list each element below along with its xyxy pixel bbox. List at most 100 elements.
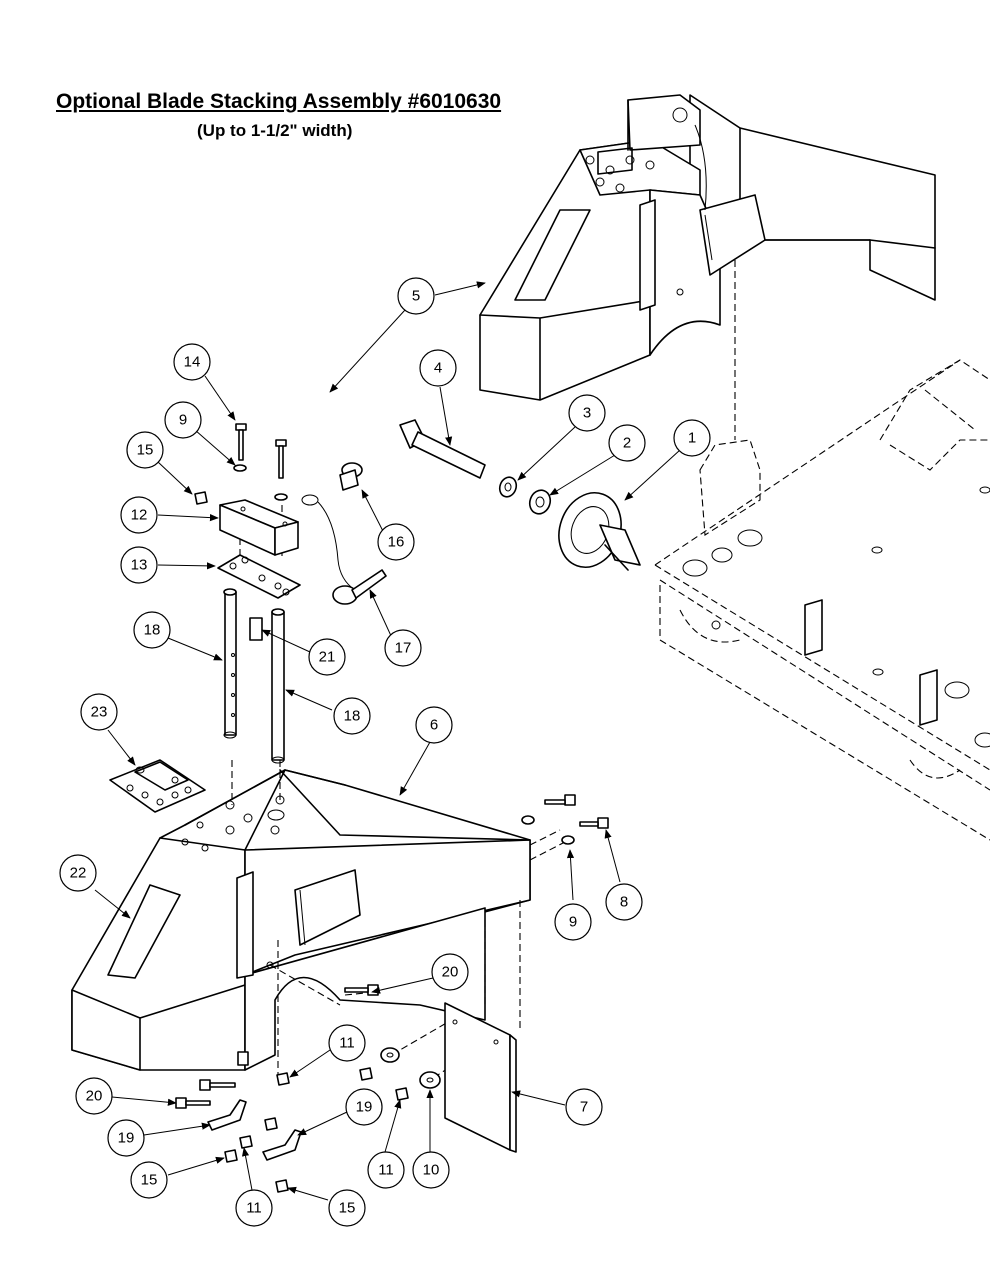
- washer-9: [561, 835, 575, 845]
- svg-text:6: 6: [430, 717, 438, 734]
- spindle-hub: [558, 492, 641, 571]
- callout-bubble: 11: [235, 1189, 273, 1227]
- svg-text:16: 16: [388, 534, 405, 551]
- nut-11: [239, 1135, 253, 1149]
- callout-bubble: 18: [333, 697, 371, 735]
- callout-bubble: 10: [412, 1151, 450, 1189]
- callout-bubble: 18: [133, 611, 171, 649]
- hinge: [109, 759, 206, 813]
- callout-bubble: 21: [308, 638, 346, 676]
- callout-bubble: 19: [107, 1119, 145, 1157]
- callout-bubble: 20: [431, 953, 469, 991]
- callout-bubble: 9: [554, 903, 592, 941]
- svg-text:13: 13: [131, 557, 148, 574]
- drawing-title: Optional Blade Stacking Assembly #601063…: [56, 90, 502, 113]
- nut-11: [264, 1117, 278, 1131]
- svg-text:18: 18: [344, 708, 361, 725]
- callouts: 14 9 15 12 13 18 21 16 17 23 18 4 3 2 1 …: [59, 277, 711, 1227]
- svg-text:5: 5: [412, 288, 420, 305]
- callout-bubble: 17: [384, 629, 422, 667]
- callout-bubble: 13: [120, 546, 158, 584]
- svg-text:17: 17: [395, 640, 412, 657]
- nut-11: [276, 1072, 290, 1086]
- lower-blade-guard: [71, 769, 531, 1071]
- svg-text:10: 10: [423, 1162, 440, 1179]
- svg-text:8: 8: [620, 894, 628, 911]
- svg-text:15: 15: [141, 1172, 158, 1189]
- fender-washer: [380, 1047, 441, 1089]
- svg-text:21: 21: [319, 649, 336, 666]
- tube-clamp: [262, 1129, 302, 1161]
- washer-9: [274, 493, 288, 501]
- washer-3: [498, 476, 518, 498]
- nut-11: [395, 1087, 409, 1101]
- svg-text:1: 1: [688, 430, 696, 447]
- mounting-plate: [217, 554, 301, 599]
- tube-clamp: [207, 1099, 247, 1131]
- callout-bubble: 19: [345, 1088, 383, 1126]
- callout-bubble: 12: [120, 496, 158, 534]
- callout-bubble: 2: [608, 424, 646, 462]
- lynch-pin: [332, 569, 387, 605]
- svg-text:2: 2: [623, 435, 631, 452]
- nut-15: [194, 491, 208, 505]
- svg-text:23: 23: [91, 704, 108, 721]
- svg-text:12: 12: [131, 507, 148, 524]
- callout-bubble: 14: [173, 343, 211, 381]
- callout-bubble: 4: [419, 349, 457, 387]
- svg-text:18: 18: [144, 622, 161, 639]
- nut-11: [359, 1067, 373, 1081]
- svg-text:11: 11: [378, 1162, 394, 1179]
- upper-blade-guard: [479, 94, 936, 401]
- mower-deck: [654, 359, 990, 841]
- svg-text:11: 11: [246, 1200, 262, 1217]
- svg-text:19: 19: [118, 1130, 135, 1147]
- bolt-4: [399, 419, 486, 479]
- svg-text:20: 20: [86, 1088, 103, 1105]
- callout-bubble: 11: [367, 1151, 405, 1189]
- callout-bubble: 16: [377, 523, 415, 561]
- callout-bubble: 15: [126, 431, 164, 469]
- washer-9: [521, 815, 535, 825]
- svg-text:15: 15: [137, 442, 154, 459]
- lanyard: [317, 501, 356, 591]
- callout-bubble: 20: [75, 1077, 113, 1115]
- grease-fitting: [249, 617, 263, 641]
- stacking-tube: [223, 588, 237, 739]
- svg-text:9: 9: [569, 914, 577, 931]
- callout-bubble: 11: [328, 1024, 366, 1062]
- stacking-tube: [271, 608, 285, 764]
- nut-15: [275, 1179, 289, 1193]
- nut-15: [224, 1149, 238, 1163]
- callout-bubble: 15: [130, 1161, 168, 1199]
- svg-text:19: 19: [356, 1099, 373, 1116]
- svg-text:9: 9: [179, 412, 187, 429]
- detent-pin: [301, 462, 363, 506]
- washer-2: [528, 489, 552, 515]
- svg-text:7: 7: [580, 1099, 588, 1116]
- svg-text:15: 15: [339, 1200, 356, 1217]
- callout-bubble: 23: [80, 693, 118, 731]
- deck-bolt-head: [682, 529, 990, 748]
- callout-bubble: 7: [565, 1088, 603, 1126]
- callout-bubble: 6: [415, 706, 453, 744]
- side-plate: [444, 1002, 517, 1153]
- svg-text:3: 3: [583, 405, 591, 422]
- bolt-14: [235, 423, 287, 479]
- svg-text:4: 4: [434, 360, 442, 377]
- svg-text:22: 22: [70, 865, 87, 882]
- callout-bubble: 15: [328, 1189, 366, 1227]
- svg-text:14: 14: [184, 354, 201, 371]
- svg-text:11: 11: [339, 1035, 355, 1052]
- svg-text:20: 20: [442, 964, 459, 981]
- callout-bubble: 22: [59, 854, 97, 892]
- callout-bubble: 8: [605, 883, 643, 921]
- callout-bubble: 5: [397, 277, 435, 315]
- washer-9: [233, 464, 247, 472]
- spacer-block: [219, 499, 299, 556]
- callout-bubble: 3: [568, 394, 606, 432]
- callout-bubble: 1: [673, 419, 711, 457]
- callout-bubble: 9: [164, 401, 202, 439]
- drawing-subtitle: (Up to 1-1/2" width): [197, 121, 353, 140]
